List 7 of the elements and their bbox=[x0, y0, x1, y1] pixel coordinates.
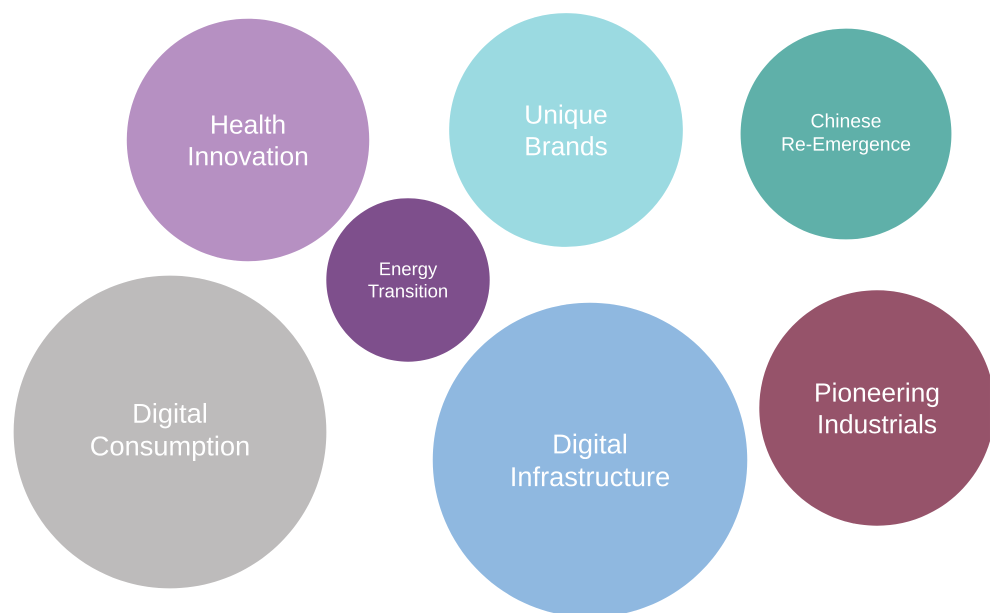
topic-bubble: Energy Transition bbox=[326, 198, 490, 362]
topic-bubble: Digital Infrastructure bbox=[432, 302, 748, 613]
topic-bubble: Health Innovation bbox=[126, 18, 370, 262]
topic-bubble: Chinese Re-Emergence bbox=[740, 28, 952, 240]
topic-bubble: Unique Brands bbox=[449, 13, 683, 247]
topic-bubble: Digital Consumption bbox=[14, 276, 326, 588]
topic-bubble: Pioneering Industrials bbox=[759, 290, 990, 526]
